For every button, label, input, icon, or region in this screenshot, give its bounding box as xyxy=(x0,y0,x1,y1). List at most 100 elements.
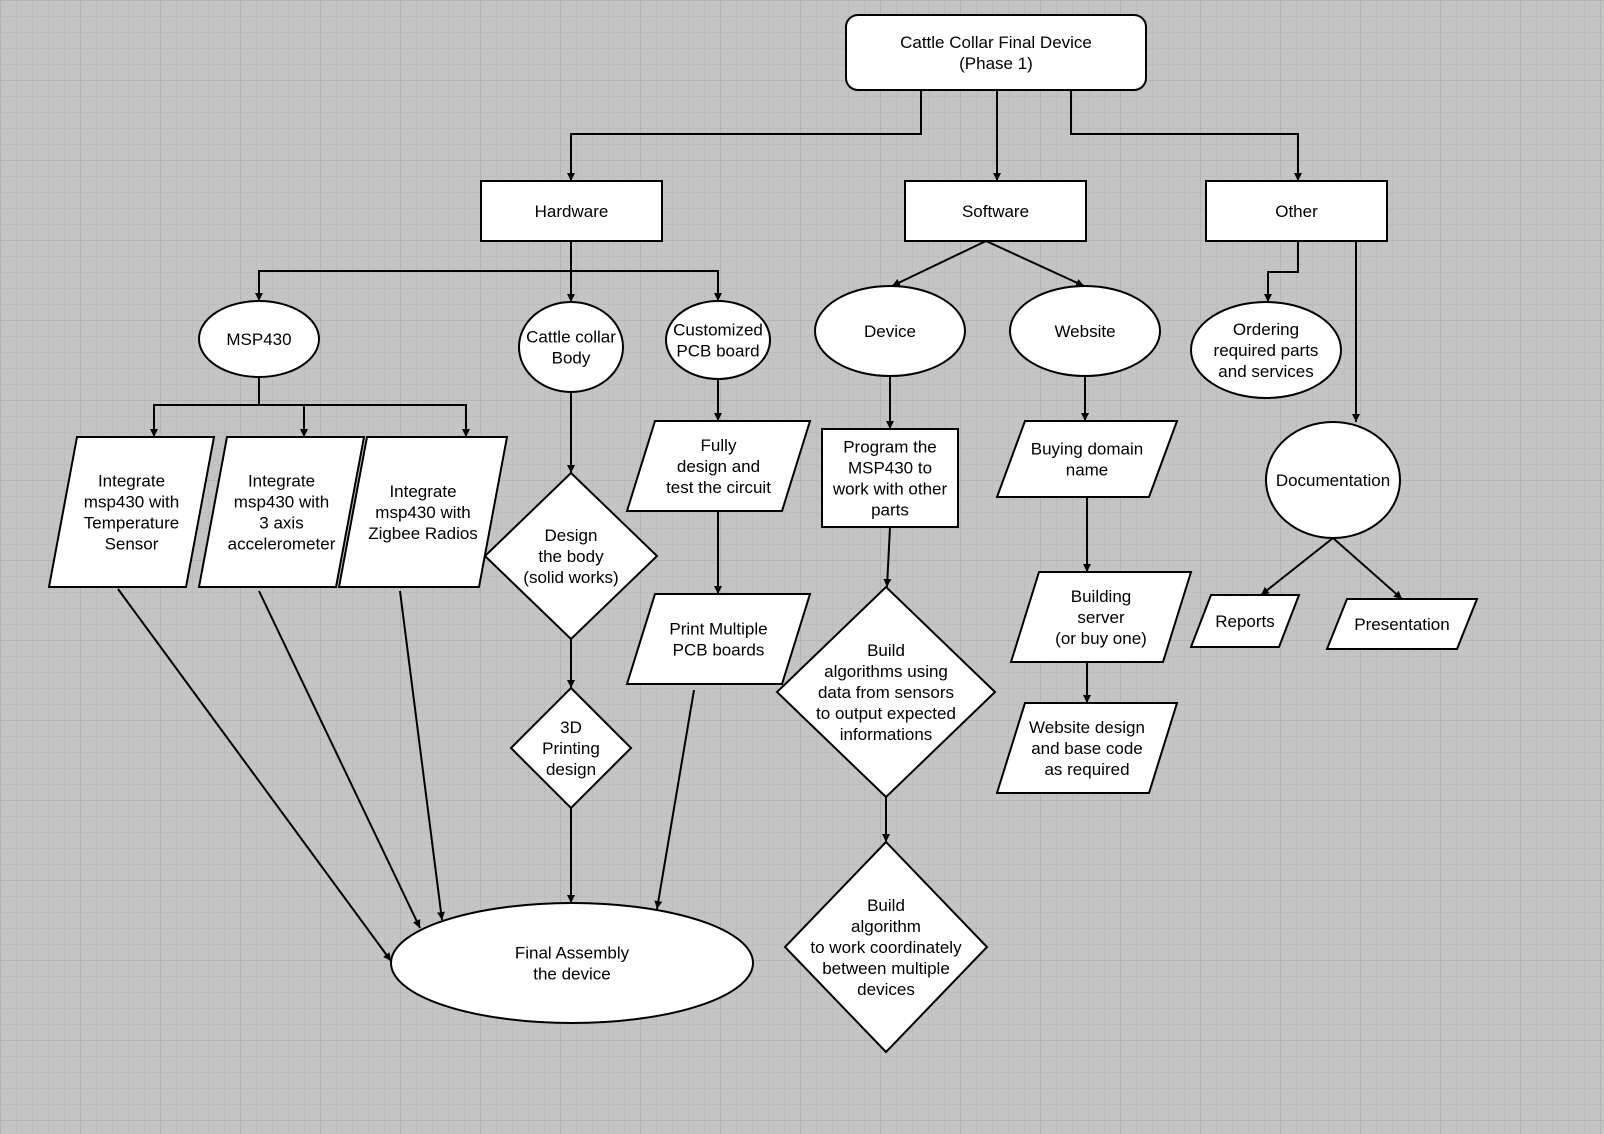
node-presentation-label: Presentation xyxy=(1354,615,1449,634)
node-collar-body-label-line: Body xyxy=(552,348,591,367)
node-web-design-label-line: as required xyxy=(1044,760,1129,779)
node-server-label-line: (or buy one) xyxy=(1055,629,1147,648)
node-collar-body-label-line: Cattle collar xyxy=(526,327,616,346)
node-int-zigbee-label-line: msp430 with xyxy=(375,503,470,522)
node-int-temp-label-line: msp430 with xyxy=(84,492,179,511)
node-hardware[interactable]: Hardware xyxy=(480,180,663,242)
node-domain-shape xyxy=(995,420,1179,498)
node-documentation-label-line: Documentation xyxy=(1276,471,1390,490)
node-program-label-line: Program the xyxy=(843,437,937,456)
node-int-zigbee-shape xyxy=(337,436,509,588)
nodes-layer: Cattle Collar Final Device(Phase 1) Hardw… xyxy=(47,14,1479,1054)
node-root-shape xyxy=(845,14,1147,91)
node-documentation-label: Documentation xyxy=(1276,471,1390,490)
node-print3d-shape xyxy=(509,686,633,810)
node-software[interactable]: Software xyxy=(904,180,1087,242)
node-hardware-label: Hardware xyxy=(535,202,609,221)
node-website[interactable]: Website xyxy=(1009,285,1161,377)
node-int-accel-label-line: msp430 with xyxy=(234,492,329,511)
node-ordering-shape xyxy=(1190,301,1342,399)
arrow-int-temp-to-final xyxy=(117,588,392,962)
node-build-coord-label-line: between multiple xyxy=(822,959,950,978)
node-web-design-label-line: and base code xyxy=(1031,739,1143,758)
node-root[interactable]: Cattle Collar Final Device(Phase 1) xyxy=(845,14,1147,91)
node-website-label: Website xyxy=(1054,322,1115,341)
node-website-label-line: Website xyxy=(1054,322,1115,341)
node-hardware-shape xyxy=(480,180,663,242)
node-print3d-label-line: Printing xyxy=(542,739,600,758)
arrow-other-to-ordering xyxy=(1264,241,1299,302)
node-build-algo-label-line: Build xyxy=(867,641,905,660)
arrow-root-to-hardware xyxy=(567,90,922,181)
node-design-body-label-line: the body xyxy=(538,547,604,566)
arrow-hardware-to-msp430 xyxy=(255,241,572,301)
node-other[interactable]: Other xyxy=(1205,180,1388,242)
node-build-algo-label-line: data from sensors xyxy=(818,683,954,702)
node-build-coord-shape xyxy=(783,840,989,1054)
arrow-documentation-to-presentation xyxy=(1332,537,1403,600)
node-int-zigbee-label-line: Integrate xyxy=(389,482,456,501)
node-print-pcb-label-line: Print Multiple xyxy=(669,619,767,638)
node-web-design-shape xyxy=(995,702,1179,794)
arrow-software-to-website xyxy=(985,240,1085,287)
node-fully-design-label-line: test the circuit xyxy=(666,478,771,497)
node-build-algo-shape xyxy=(775,585,997,799)
node-int-accel-label-line: Integrate xyxy=(248,471,315,490)
node-pcb-shape xyxy=(665,300,771,380)
node-ordering-label-line: required parts xyxy=(1214,341,1319,360)
node-root-label-line: (Phase 1) xyxy=(959,54,1033,73)
node-other-label: Other xyxy=(1275,202,1318,221)
node-int-temp-label-line: Integrate xyxy=(98,471,165,490)
node-fully-design-label-line: Fully xyxy=(701,436,737,455)
arrow-root-to-other xyxy=(1070,90,1302,181)
node-design-body-shape xyxy=(483,471,659,641)
node-msp430[interactable]: MSP430 xyxy=(198,300,320,378)
node-presentation-shape xyxy=(1325,598,1479,650)
node-other-shape xyxy=(1205,180,1388,242)
node-print-pcb-label-line: PCB boards xyxy=(673,640,765,659)
node-root-label: Cattle Collar Final Device(Phase 1) xyxy=(900,33,1092,73)
node-server-label-line: server xyxy=(1077,608,1125,627)
node-device-label: Device xyxy=(864,322,916,341)
node-reports[interactable]: Reports xyxy=(1189,594,1301,648)
node-ordering-label-line: Ordering xyxy=(1233,320,1299,339)
node-print3d-label-line: design xyxy=(546,760,596,779)
node-device[interactable]: Device xyxy=(814,285,966,377)
node-msp430-shape xyxy=(198,300,320,378)
node-website-shape xyxy=(1009,285,1161,377)
node-documentation[interactable]: Documentation xyxy=(1265,421,1401,539)
node-program-label-line: work with other xyxy=(832,479,948,498)
node-int-zigbee-label-line: Zigbee Radios xyxy=(368,524,478,543)
arrow-software-to-device xyxy=(891,240,987,287)
node-software-label-line: Software xyxy=(962,202,1029,221)
arrow-msp430-to-int-zigbee xyxy=(304,404,470,437)
node-presentation[interactable]: Presentation xyxy=(1325,598,1479,650)
node-int-temp-shape xyxy=(47,436,216,588)
arrow-program-to-build-algo xyxy=(883,526,892,588)
node-fully-design-shape xyxy=(625,420,812,512)
